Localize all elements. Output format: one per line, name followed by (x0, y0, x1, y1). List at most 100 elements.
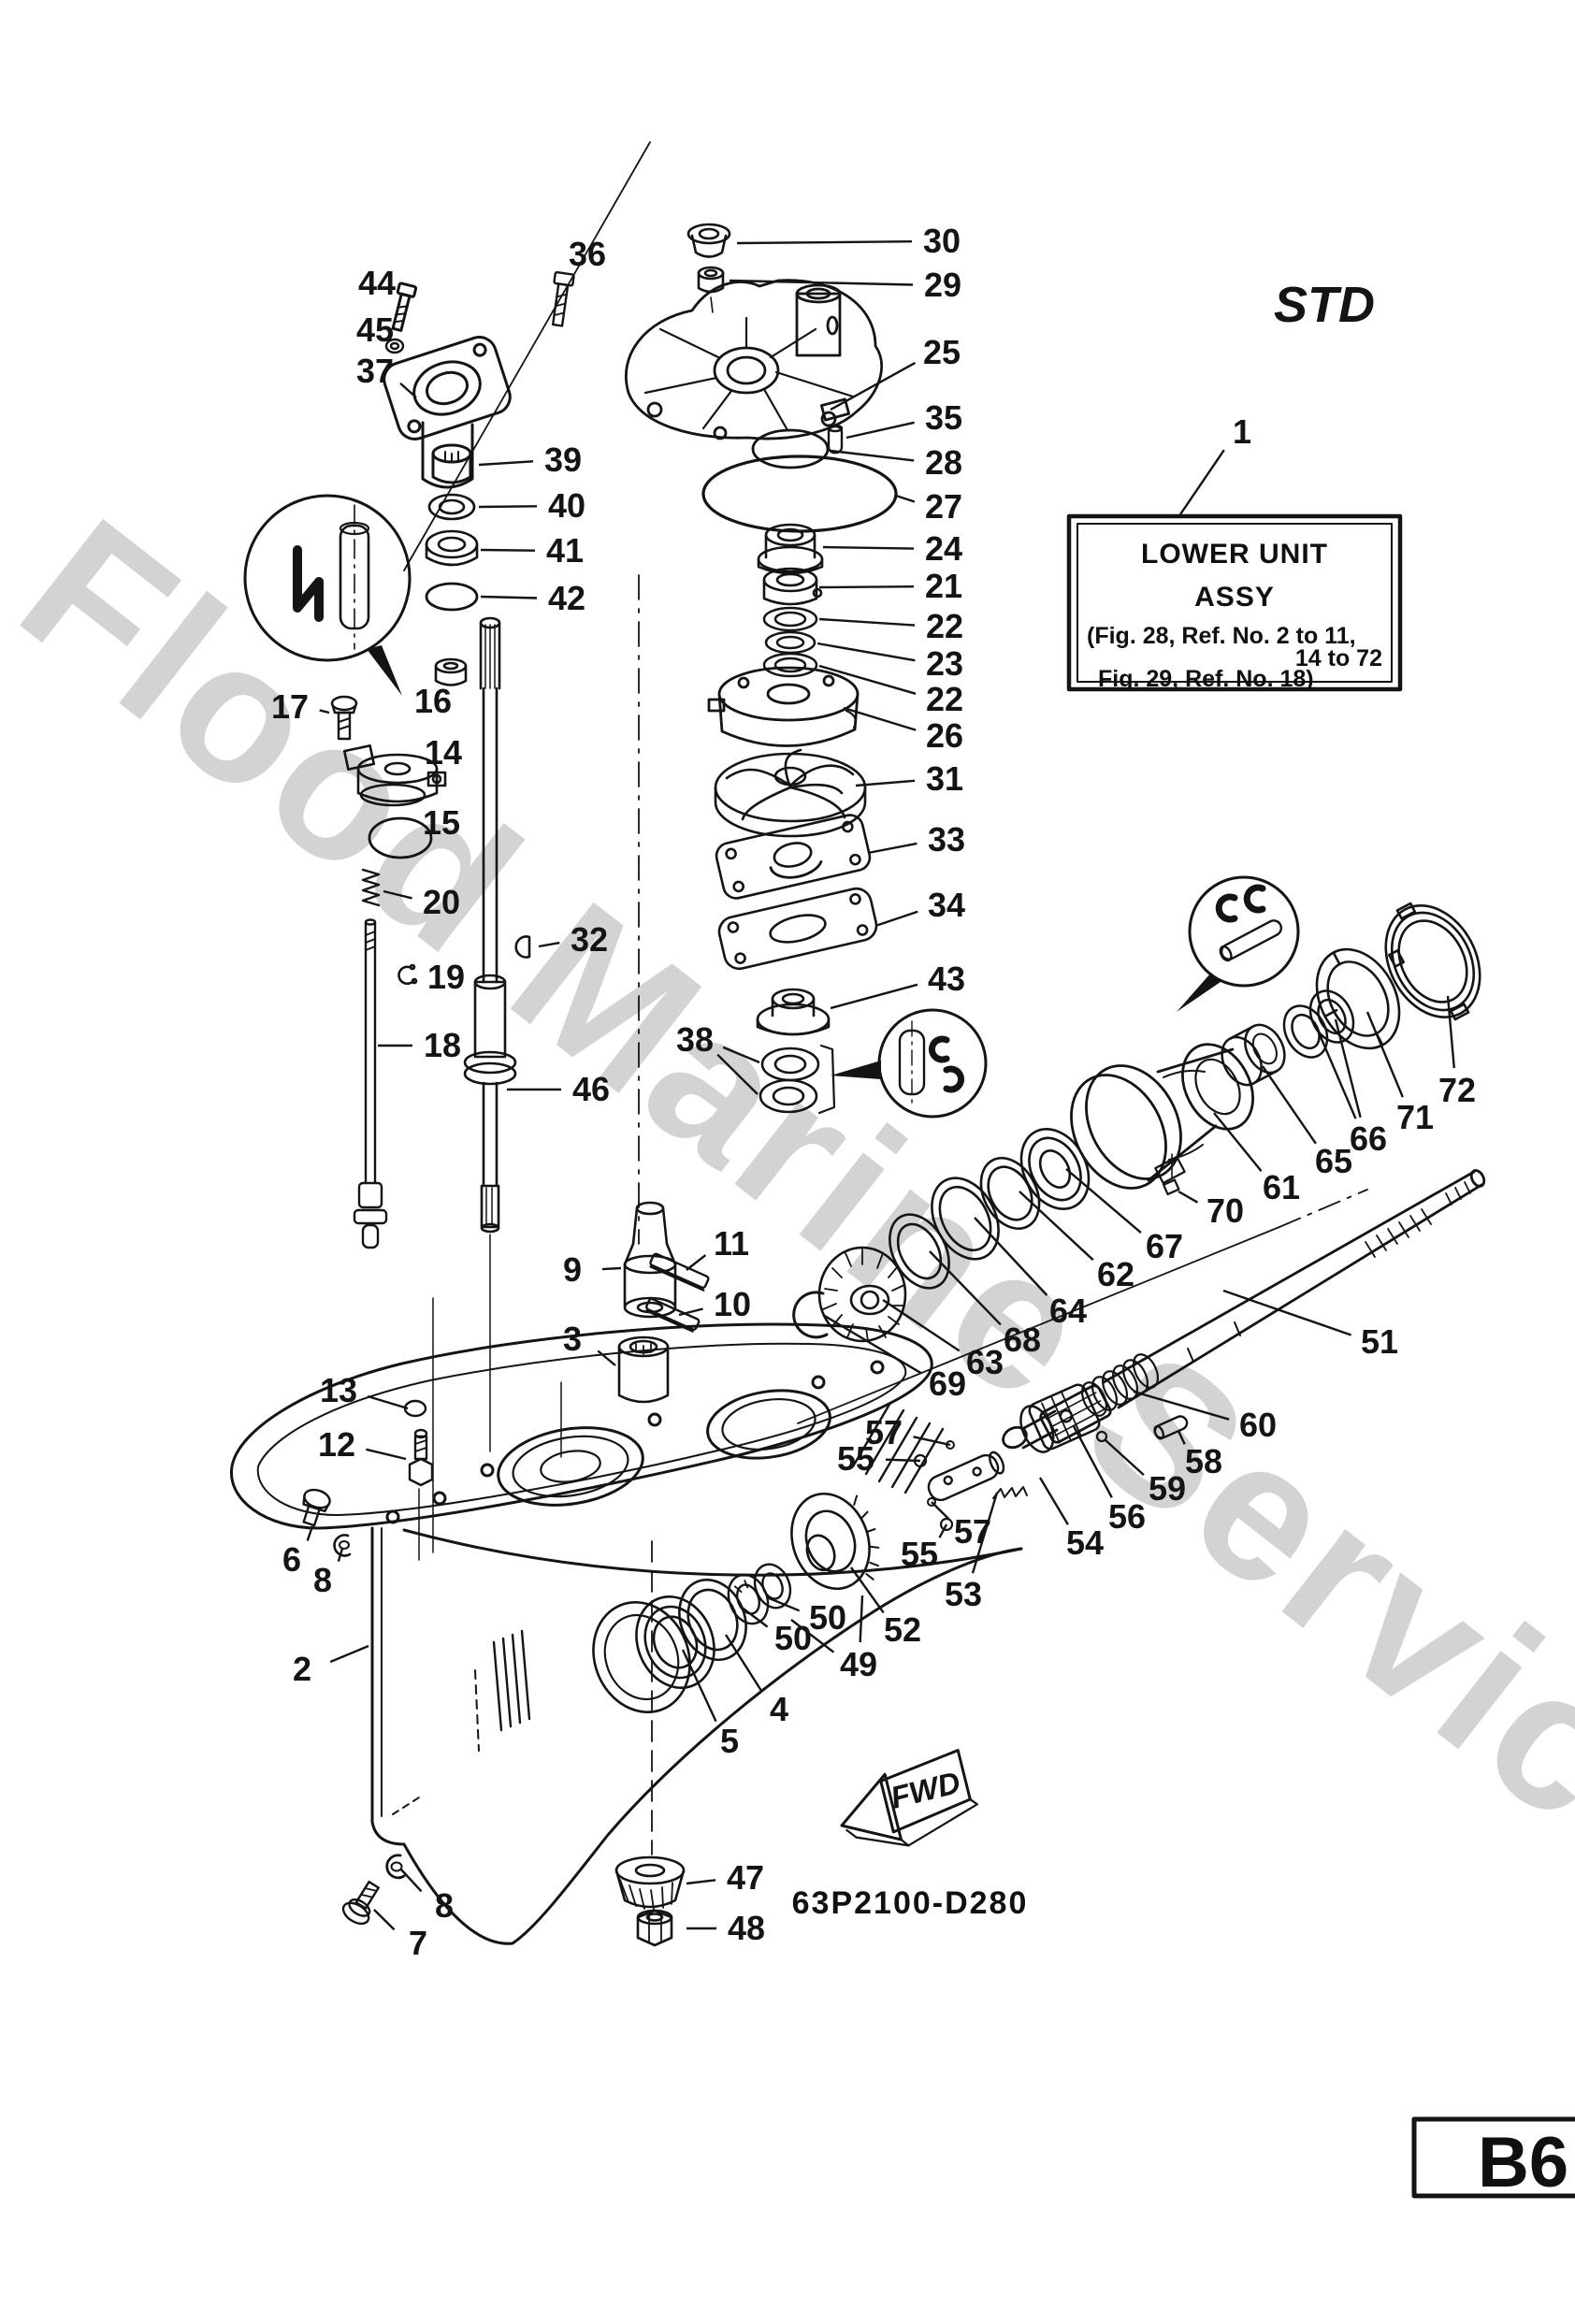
shift-plunger-53 (927, 1451, 1005, 1502)
leader-line (885, 1458, 921, 1463)
leader-line (1133, 1390, 1230, 1421)
callout-number: 2 (293, 1650, 311, 1688)
impeller-31 (714, 748, 867, 838)
washer-45 (384, 338, 405, 354)
pinion-gear-47 (614, 1855, 686, 1911)
pin-59 (1095, 1430, 1108, 1443)
leader-line (337, 1548, 344, 1562)
fwd-arrow (840, 1749, 978, 1847)
washer-40 (427, 493, 476, 521)
callout-number: 48 (728, 1909, 765, 1947)
callout-number: 37 (356, 352, 394, 390)
grease-nipple-12 (408, 1428, 434, 1487)
leader-line (399, 383, 417, 398)
callout-number: 64 (1049, 1292, 1087, 1330)
callout-number: 9 (563, 1250, 582, 1289)
callout-number: 13 (320, 1371, 357, 1409)
spring-20 (361, 868, 381, 907)
magnifier-pin-detail (243, 494, 412, 696)
leader-line (740, 1606, 769, 1628)
callout-number: 51 (1361, 1322, 1398, 1361)
watermark-text: Flood Marine Services (0, 477, 1575, 2006)
pin-32 (514, 935, 531, 959)
leader-line (822, 1313, 922, 1375)
forward-gear-52 (790, 1492, 880, 1591)
leader-line (686, 1254, 707, 1271)
cross-pin-58 (1153, 1415, 1189, 1440)
callout-number: 24 (925, 529, 962, 568)
callout-number: 30 (923, 222, 961, 260)
leader-line (850, 1566, 885, 1614)
leader-line (931, 1501, 949, 1520)
leader-line (736, 240, 913, 245)
leader-line (383, 889, 412, 900)
leader-line (1178, 1190, 1199, 1204)
o-ring-28 (751, 428, 830, 469)
grommet-30 (686, 223, 731, 258)
leader-line (843, 706, 917, 731)
callout-number: 6 (282, 1540, 301, 1579)
page-code-box (1411, 2116, 1575, 2199)
needle-bearing-3 (617, 1335, 670, 1404)
leader-line (1179, 449, 1225, 515)
gasket-34 (717, 887, 878, 971)
bolt-44 (391, 281, 418, 332)
o-ring-42 (425, 582, 479, 612)
oil-seal-housing-37 (383, 336, 512, 489)
leader-line (818, 585, 915, 589)
leader-line (373, 1909, 396, 1931)
callout-number: 23 (926, 644, 963, 683)
oil-seals-66 (1282, 989, 1355, 1059)
callout-number: 16 (414, 682, 452, 720)
leader-line (1105, 1439, 1145, 1476)
pin-57b (927, 1497, 936, 1507)
callout-number: 55 (837, 1439, 874, 1478)
propeller-shaft-51 (1002, 1169, 1486, 1450)
leader-line (818, 617, 916, 627)
callout-number: 26 (926, 716, 963, 755)
water-pump-housing-25 (624, 279, 883, 440)
clip-19 (397, 963, 418, 986)
leader-line (1038, 1477, 1069, 1525)
bearing-carrier-61 (1070, 1043, 1254, 1190)
callout-number: 72 (1438, 1071, 1476, 1109)
seal-carrier-43 (756, 988, 831, 1036)
callout-number: 14 (425, 733, 462, 772)
std-label: STD (1274, 277, 1375, 333)
leader-line (818, 664, 917, 695)
leader-line (895, 494, 916, 503)
callout-number: 46 (572, 1070, 610, 1108)
callout-number: 45 (356, 310, 394, 349)
leader-line (724, 1634, 763, 1693)
bolt-17 (330, 695, 358, 741)
leader-line (1065, 1168, 1142, 1234)
callout-number: 69 (929, 1364, 966, 1403)
callout-number: 31 (926, 759, 963, 798)
leader-line (1446, 995, 1455, 1069)
callout-number: 34 (928, 886, 965, 924)
oil-seal-5 (635, 1595, 715, 1690)
leader-line (974, 1217, 1048, 1296)
leader-line (816, 642, 916, 662)
dowel-pin-35 (827, 424, 844, 455)
callout-number: 57 (865, 1413, 903, 1451)
callout-number: 41 (546, 531, 584, 570)
washer-22a (762, 606, 818, 632)
leader-line (1213, 1112, 1263, 1172)
washer-8b (385, 1854, 406, 1880)
bolt-36 (551, 270, 575, 327)
callout-number: 21 (925, 567, 962, 605)
leader-line (913, 1436, 951, 1447)
wave-washer-23 (764, 630, 816, 655)
callout-number: 33 (928, 820, 965, 859)
bearing-50a (727, 1573, 770, 1625)
washer-22b (762, 652, 818, 678)
leader-line (1222, 1289, 1351, 1336)
clip-69 (792, 1291, 829, 1339)
leader-line (1317, 1032, 1357, 1119)
callout-number: 15 (423, 803, 460, 842)
leader-line (329, 1644, 369, 1664)
callout-number: 43 (928, 960, 965, 998)
